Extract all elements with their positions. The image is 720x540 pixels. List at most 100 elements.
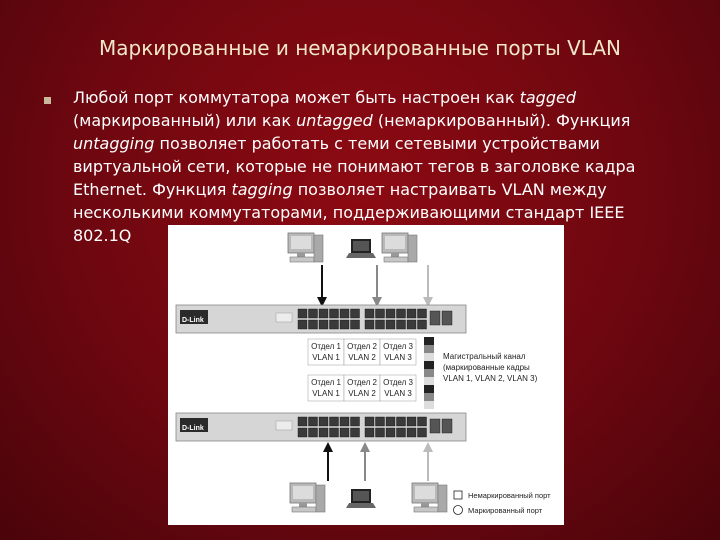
switch-port — [396, 319, 406, 330]
switch-port — [339, 308, 350, 319]
switch-port — [329, 319, 339, 330]
uplink-port — [441, 310, 453, 326]
switch-port — [417, 427, 427, 438]
switch-port — [350, 416, 360, 427]
switch-port — [375, 427, 385, 438]
switch-port — [385, 308, 396, 319]
switch-port — [329, 427, 339, 438]
legend-untagged-label: Немаркированный порт — [468, 491, 551, 500]
bottom-dept-labels: Отдел 1 VLAN 1 Отдел 2 VLAN 2 Отдел 3 VL… — [307, 374, 417, 402]
switch-port — [406, 427, 417, 438]
switch-2: D-Link — [175, 412, 467, 442]
switch-port — [364, 308, 375, 319]
vlan-diagram-svg: D-Link Отдел 1 VLAN 1 Отдел 2 VLAN 2 Отд… — [175, 232, 551, 515]
bullet-marker — [44, 97, 51, 104]
uplink-port — [429, 418, 441, 434]
switch-2-brand-label: D-Link — [182, 425, 204, 432]
legend-untagged-square-icon — [453, 490, 463, 500]
text-part-3: (немаркированный). Функция — [372, 111, 631, 130]
bottom-dept-3: Отдел 3 — [383, 378, 413, 387]
switch-port — [318, 319, 329, 330]
switch-port — [297, 427, 308, 438]
term-untagging: untagging — [73, 134, 155, 153]
trunk-caption: Магистральный канал (маркированные кадры… — [443, 352, 538, 383]
top-pc-2-icon — [381, 232, 418, 263]
text-part-1: Любой порт коммутатора может быть настро… — [73, 88, 520, 107]
switch-1-ports — [297, 308, 453, 330]
bottom-vlan-1: VLAN 1 — [312, 389, 340, 398]
switch-port — [297, 319, 308, 330]
legend-tagged-circle-icon — [453, 505, 463, 515]
switch-port — [417, 416, 427, 427]
switch-port — [385, 416, 396, 427]
switch-port — [297, 416, 308, 427]
switch-port — [318, 308, 329, 319]
switch-port — [396, 416, 406, 427]
switch-port — [364, 427, 375, 438]
trunk-cable — [424, 337, 434, 409]
switch-port — [364, 416, 375, 427]
legend-tagged-label: Маркированный порт — [468, 506, 543, 515]
bottom-pc-1-icon — [289, 482, 326, 513]
switch-port — [308, 427, 318, 438]
switch-port — [308, 416, 318, 427]
switch-port — [318, 416, 329, 427]
bottom-vlan-3: VLAN 3 — [384, 389, 412, 398]
switch-port — [385, 427, 396, 438]
switch-port — [364, 319, 375, 330]
top-vlan-2: VLAN 2 — [348, 353, 376, 362]
switch-port — [339, 319, 350, 330]
switch-port — [339, 416, 350, 427]
switch-port — [406, 308, 417, 319]
switch-port — [396, 427, 406, 438]
text-part-5: позволяет настраивать VLAN между несколь… — [73, 180, 625, 245]
switch-port — [318, 427, 329, 438]
switch-port — [329, 308, 339, 319]
switch-port — [406, 416, 417, 427]
slide-title: Маркированные и немаркированные порты VL… — [98, 36, 622, 60]
uplink-port — [441, 418, 453, 434]
switch-port — [308, 308, 318, 319]
switch-port — [297, 308, 308, 319]
bottom-pc-2-icon — [411, 482, 448, 513]
switch-port — [329, 416, 339, 427]
switch-port — [385, 319, 396, 330]
switch-port — [417, 319, 427, 330]
bottom-vlan-2: VLAN 2 — [348, 389, 376, 398]
term-tagging: tagging — [231, 180, 293, 199]
bottom-laptop-icon — [346, 489, 376, 508]
trunk-caption-line-2: (маркированные кадры — [443, 363, 530, 372]
top-vlan-3: VLAN 3 — [384, 353, 412, 362]
switch-port — [350, 427, 360, 438]
top-dept-3: Отдел 3 — [383, 342, 413, 351]
bottom-dept-2: Отдел 2 — [347, 378, 377, 387]
legend: Немаркированный порт Маркированный порт — [453, 490, 551, 515]
bottom-dept-1: Отдел 1 — [311, 378, 341, 387]
switch-1-brand-label: D-Link — [182, 317, 204, 324]
switch-1: D-Link — [175, 304, 467, 334]
switch-port — [308, 319, 318, 330]
trunk-caption-line-1: Магистральный канал — [443, 352, 526, 361]
trunk-caption-line-3: VLAN 1, VLAN 2, VLAN 3) — [443, 374, 538, 383]
switch-port — [417, 308, 427, 319]
switch-port — [375, 319, 385, 330]
switch-port — [339, 427, 350, 438]
switch-port — [396, 308, 406, 319]
top-laptop-icon — [346, 239, 376, 258]
top-dept-2: Отдел 2 — [347, 342, 377, 351]
term-tagged: tagged — [519, 88, 576, 107]
switch-port — [350, 319, 360, 330]
switch-port — [375, 308, 385, 319]
top-vlan-1: VLAN 1 — [312, 353, 340, 362]
vlan-diagram: D-Link Отдел 1 VLAN 1 Отдел 2 VLAN 2 Отд… — [168, 225, 564, 525]
switch-port — [375, 416, 385, 427]
switch-2-ports — [297, 416, 453, 438]
bullet-paragraph: Любой порт коммутатора может быть настро… — [73, 86, 683, 247]
top-pc-1-icon — [287, 232, 324, 263]
top-dept-labels: Отдел 1 VLAN 1 Отдел 2 VLAN 2 Отдел 3 VL… — [307, 338, 417, 366]
switch-port — [406, 319, 417, 330]
switch-port — [350, 308, 360, 319]
uplink-port — [429, 310, 441, 326]
text-part-4: позволяет работать с теми сетевыми устро… — [73, 134, 636, 199]
top-dept-1: Отдел 1 — [311, 342, 341, 351]
